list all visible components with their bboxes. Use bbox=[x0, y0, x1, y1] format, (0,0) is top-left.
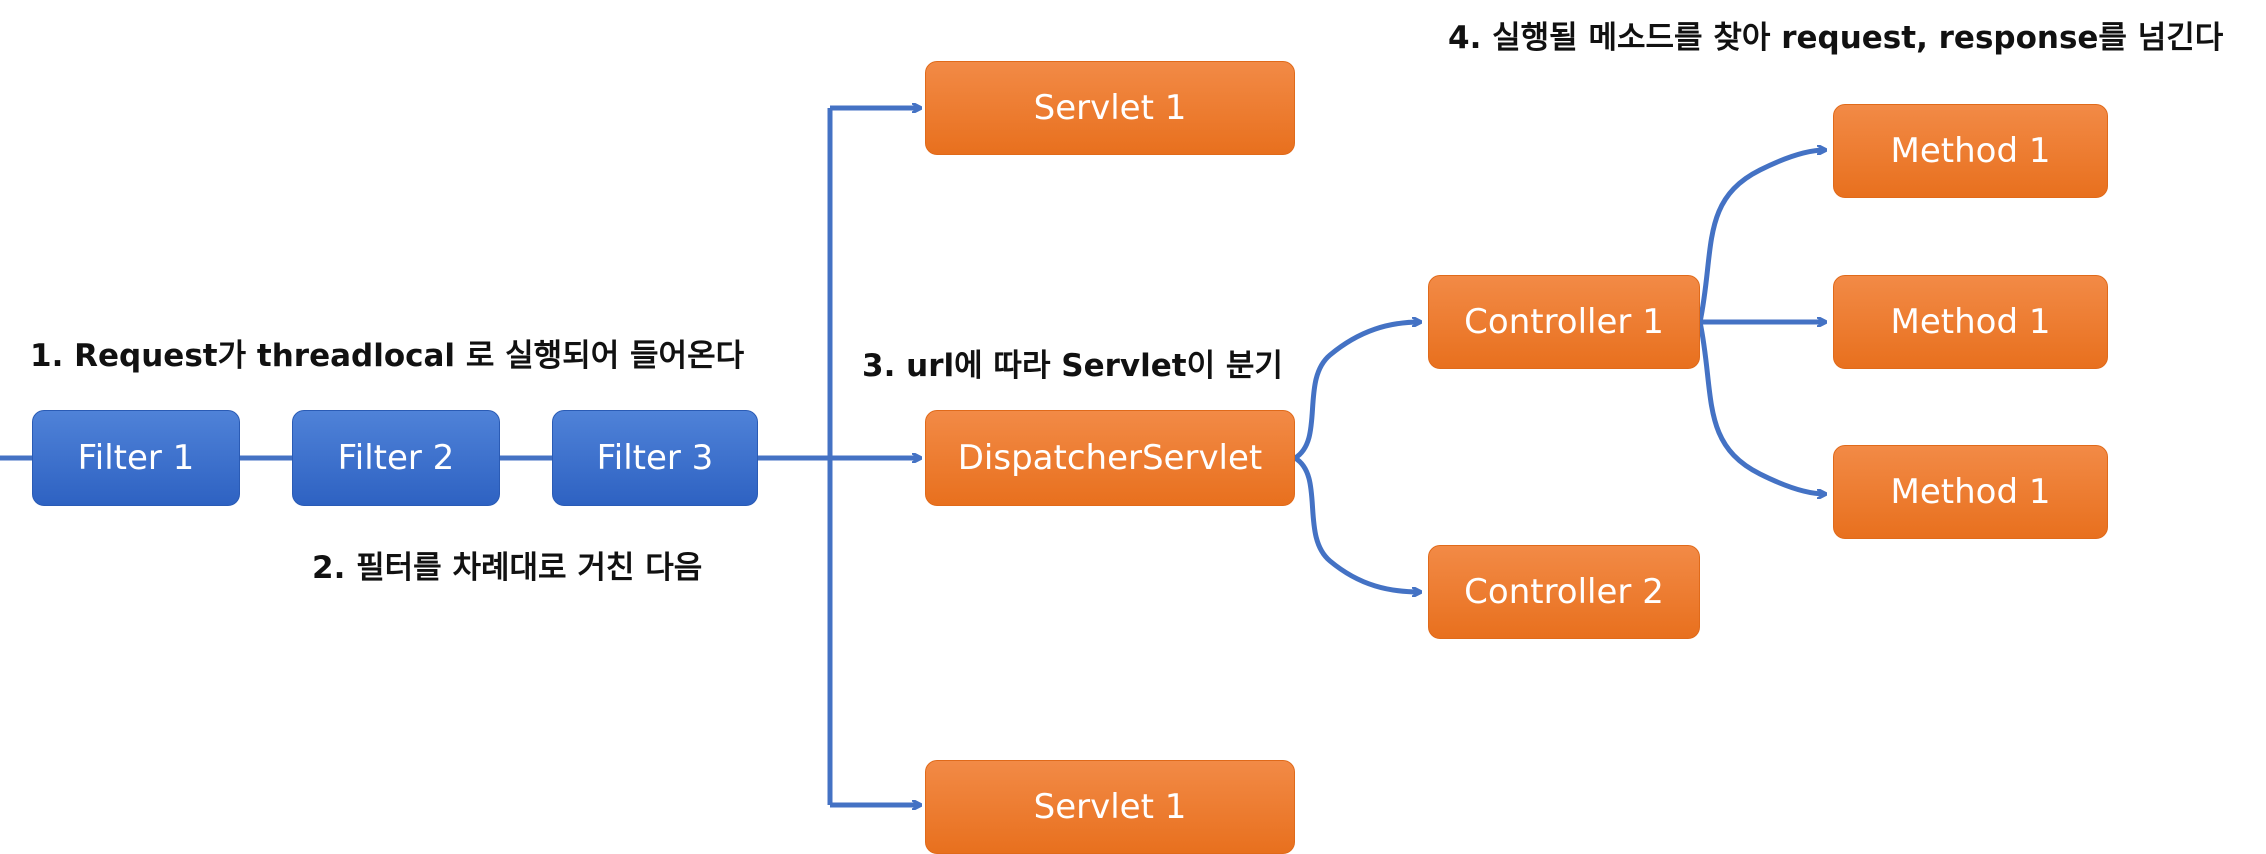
method-node-1: Method 1 bbox=[1833, 104, 2108, 198]
controller-1-node: Controller 1 bbox=[1428, 275, 1700, 369]
servlet-node-top: Servlet 1 bbox=[925, 61, 1295, 155]
method-node-3: Method 1 bbox=[1833, 445, 2108, 539]
edge-dispatcher-controller2 bbox=[1293, 455, 1420, 592]
filter-1: Filter 1 bbox=[32, 410, 240, 506]
dispatcher-servlet-node: DispatcherServlet bbox=[925, 410, 1295, 506]
edge-controller1-method3 bbox=[1697, 321, 1825, 494]
step-2-label: 2. 필터를 차례대로 거친 다음 bbox=[312, 550, 703, 586]
step-1-label: 1. Request가 threadlocal 로 실행되어 들어온다 bbox=[30, 338, 745, 374]
filter-3: Filter 3 bbox=[552, 410, 758, 506]
step-4-label: 4. 실행될 메소드를 찾아 request, response를 넘긴다 bbox=[1448, 20, 2224, 56]
servlet-node-bottom: Servlet 1 bbox=[925, 760, 1295, 854]
method-node-2: Method 1 bbox=[1833, 275, 2108, 369]
step-3-label: 3. url에 따라 Servlet이 분기 bbox=[862, 348, 1283, 384]
edge-controller1-method1 bbox=[1697, 150, 1825, 323]
controller-2-node: Controller 2 bbox=[1428, 545, 1700, 639]
edge-dispatcher-controller1 bbox=[1293, 322, 1420, 461]
filter-2: Filter 2 bbox=[292, 410, 500, 506]
